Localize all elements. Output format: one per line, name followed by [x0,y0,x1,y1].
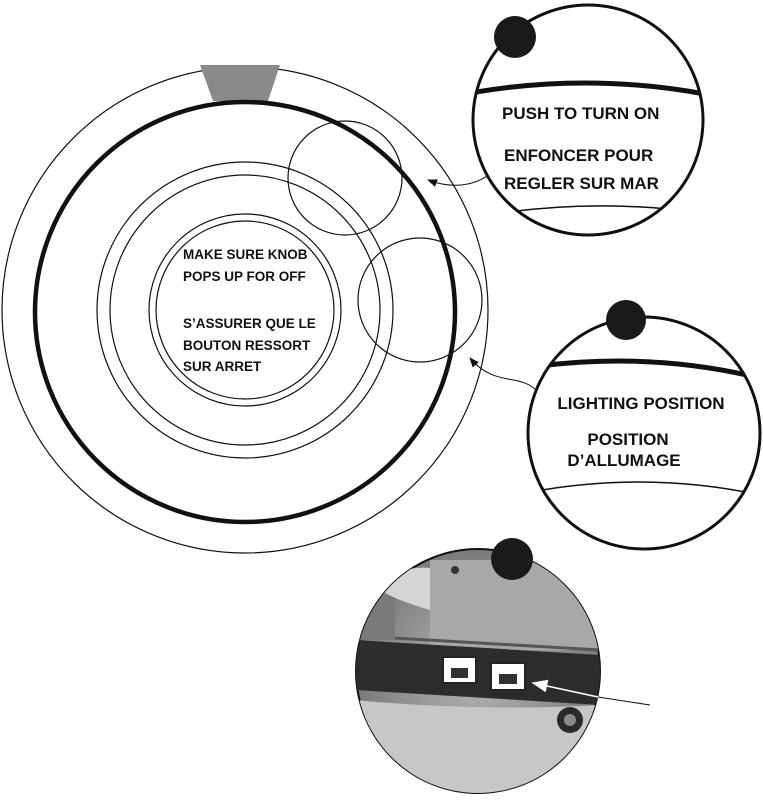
knob-instruction-line-1: MAKE SURE KNOB [183,247,308,262]
pointer-arrow-to-igniter-button [531,679,599,698]
callout-push-to-turn-on: PUSH TO TURN ON ENFONCER POUR REGLER SUR… [471,3,705,237]
knob-instruction-line-2: POPS UP FOR OFF [183,269,306,284]
knob-instruction-line-4: BOUTON RESSORT [183,338,311,353]
highlight-circle-lighting [357,237,483,363]
pointer-line-black [597,696,651,706]
lighting-badge-icon [606,300,646,340]
knob-outer-ring [1,66,489,554]
arrow-to-lighting-area [469,357,539,393]
push-label-fr-1: ENFONCER POUR [504,146,653,165]
callout-lighting-position: LIGHTING POSITION POSITION D’ALLUMAGE [526,300,762,551]
highlight-circle-push [287,120,403,236]
knob-instruction-line-3: S’ASSURER QUE LE [183,316,316,331]
knob-ring-3 [96,161,394,459]
lighting-label-fr-2: D’ALLUMAGE [567,451,680,470]
knob-center-inner [155,220,335,400]
knob-rim-thick [32,99,458,525]
push-label-en: PUSH TO TURN ON [502,104,659,123]
igniter-badge-icon [491,538,533,580]
push-label-fr-2: REGLER SUR MAR [504,174,659,193]
lighting-label-fr-1: POSITION [587,430,668,449]
igniter-photo-detail [355,538,601,794]
knob-center-outer [148,213,342,407]
knob-top-view: MAKE SURE KNOB POPS UP FOR OFF S’ASSURER… [1,65,489,554]
push-badge-icon [494,16,536,58]
knob-instruction-line-5: SUR ARRET [183,359,262,374]
knob-indicator-tab [200,65,280,101]
lighting-label-en: LIGHTING POSITION [557,394,724,413]
knob-ring-2 [109,174,381,446]
